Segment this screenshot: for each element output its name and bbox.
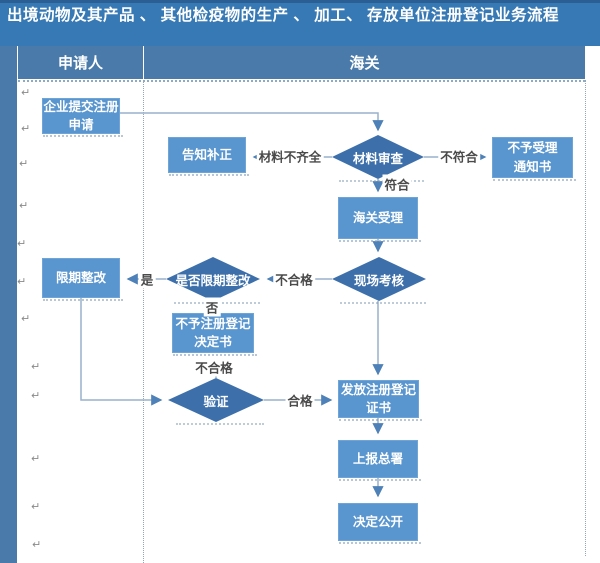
flow-diamond-onsite-assessment: 现场考核	[332, 257, 427, 304]
flow-box-submit-application: 企业提交注册 申请	[42, 98, 123, 137]
page-margin-strip	[0, 46, 17, 563]
page-title: 出境动物及其产品 、 其他检疫物的生产 、 加工、 存放单位注册登记业务流程	[0, 0, 600, 46]
flow-box-decision-disclosure: 决定公开	[338, 503, 421, 544]
edge-label-compliant: 符合	[382, 174, 412, 194]
flow-diamond-material-review-label: 材料审查	[332, 135, 424, 179]
flow-diamond-verification-label: 验证	[168, 378, 264, 422]
lane-header-customs-label: 海关	[349, 55, 380, 72]
flow-box-notify-correction: 告知补正	[168, 137, 249, 176]
return-mark-icon: ↵	[21, 123, 31, 135]
flow-box-rejection-notice: 不予受理 通知书	[492, 137, 576, 181]
edge-label-qualified: 合格	[285, 390, 315, 410]
return-mark-icon: ↵	[31, 501, 41, 513]
edge-label-materials-incomplete: 材料不齐全	[256, 146, 324, 166]
flow-box-customs-acceptance: 海关受理	[338, 197, 421, 242]
flow-diamond-rectification-question: 是否限期整改	[166, 257, 261, 304]
return-mark-icon: ↵	[19, 158, 29, 170]
edge-label-unqualified-verify: 不合格	[193, 357, 235, 377]
flow-diamond-material-review: 材料审查	[332, 135, 424, 182]
flow-box-no-registration-decision: 不予注册登记 决定书	[172, 313, 257, 356]
edge-label-no: 否	[203, 297, 221, 317]
return-mark-icon: ↵	[31, 453, 41, 465]
lane-divider	[143, 80, 144, 563]
edge-label-not-compliant: 不符合	[438, 146, 480, 166]
return-mark-icon: ↵	[19, 200, 29, 212]
flow-box-report-to-headquarters: 上报总署	[338, 440, 421, 481]
table-top-border	[18, 80, 585, 82]
return-mark-icon: ↵	[21, 313, 31, 325]
return-mark-icon: ↵	[31, 390, 41, 402]
flow-diamond-verification: 验证	[168, 378, 264, 425]
return-mark-icon: ↵	[17, 276, 27, 288]
return-mark-icon: ↵	[21, 87, 31, 99]
flow-diamond-onsite-assessment-label: 现场考核	[332, 257, 426, 301]
lane-header-applicant: 申请人	[18, 46, 143, 79]
edge-label-yes: 是	[138, 269, 156, 289]
return-mark-icon: ↵	[31, 361, 41, 373]
edge-label-unqualified-onsite: 不合格	[273, 269, 315, 289]
return-mark-icon: ↵	[17, 238, 27, 250]
return-mark-icon: ↵	[32, 539, 42, 551]
lane-header-applicant-label: 申请人	[57, 55, 103, 72]
lane-header-customs: 海关	[144, 46, 585, 79]
flow-box-rectify-within-limit: 限期整改	[42, 258, 123, 301]
table-right-border	[585, 80, 586, 556]
flow-box-issue-certificate: 发放注册登记 证书	[338, 380, 422, 421]
flow-diamond-rectification-question-label: 是否限期整改	[166, 257, 260, 301]
